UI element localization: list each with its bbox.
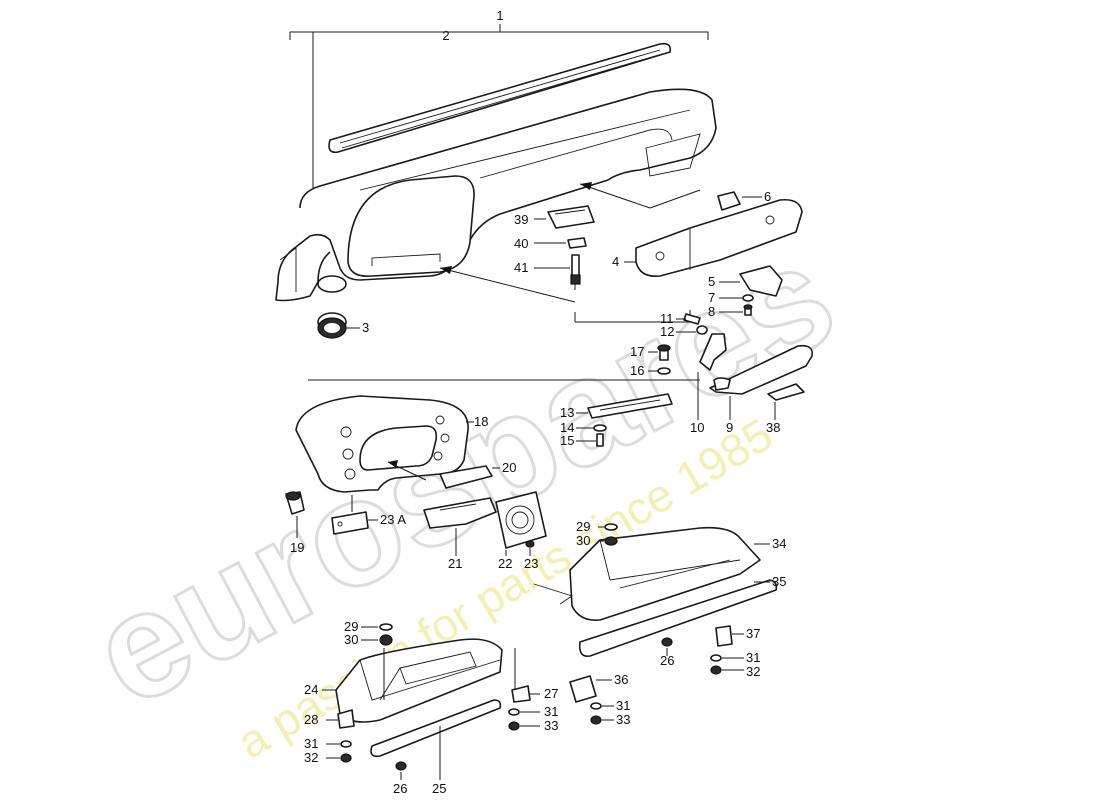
- callout-24: 24: [304, 682, 318, 697]
- assembly-bracket: [289, 24, 709, 200]
- callout-9: 9: [726, 420, 733, 435]
- callout-8: 8: [708, 304, 715, 319]
- callout-22: 22: [498, 556, 512, 571]
- bracket-part-4: [624, 191, 803, 278]
- callout-38: 38: [766, 420, 780, 435]
- callout-31-a: 31: [304, 736, 318, 751]
- callout-4: 4: [612, 254, 619, 269]
- callout-37: 37: [746, 626, 760, 641]
- callout-27: 27: [544, 686, 558, 701]
- callout-30-right: 30: [576, 533, 590, 548]
- callout-41: 41: [514, 260, 528, 275]
- callout-32-right: 32: [746, 664, 760, 679]
- callout-11: 11: [660, 311, 674, 326]
- callout-40: 40: [514, 236, 528, 251]
- callout-28: 28: [304, 712, 318, 727]
- callout-31-d: 31: [746, 650, 760, 665]
- hinge-parts-5-8: [719, 265, 783, 316]
- callout-23: 23: [524, 556, 538, 571]
- glovebox-hinge-parts-left: [326, 623, 540, 780]
- callout-21: 21: [448, 556, 462, 571]
- small-parts-39-41: [534, 205, 595, 285]
- callout-39: 39: [514, 212, 528, 227]
- callout-34: 34: [772, 536, 786, 551]
- knob-part-19: [285, 491, 305, 538]
- cluster-housing-part-18: [295, 395, 474, 493]
- callout-26-left: 26: [393, 781, 407, 796]
- callout-18: 18: [474, 414, 488, 429]
- callout-23a: 23 A: [380, 512, 406, 527]
- callout-1: 1: [496, 8, 503, 23]
- callout-6: 6: [764, 189, 771, 204]
- glovebox-part-34: [533, 523, 778, 658]
- callout-31-b: 31: [544, 704, 558, 719]
- center-bracket-parts: [576, 344, 673, 447]
- callout-17: 17: [630, 344, 644, 359]
- callout-3: 3: [362, 320, 369, 335]
- callout-16: 16: [630, 363, 644, 378]
- glovebox-latch-parts: [676, 313, 814, 420]
- callout-29-right: 29: [576, 519, 590, 534]
- callout-33-left: 33: [544, 718, 558, 733]
- lower-center-parts: [331, 465, 547, 556]
- callout-31-c: 31: [616, 698, 630, 713]
- grommet-part-3: [317, 275, 360, 339]
- callout-36: 36: [614, 672, 628, 687]
- callout-32-left: 32: [304, 750, 318, 765]
- callout-10: 10: [690, 420, 704, 435]
- callout-33-right: 33: [616, 712, 630, 727]
- callout-labels: 1 2 3 4 5 6 7 8 9 10 11 12 13 14 15 16 1…: [290, 8, 786, 796]
- callout-13: 13: [560, 405, 574, 420]
- callout-12: 12: [660, 324, 674, 339]
- callout-7: 7: [708, 290, 715, 305]
- glovebox-part-24: [322, 638, 516, 780]
- glovebox-hinge-parts-right: [569, 625, 744, 725]
- callout-26-right: 26: [660, 653, 674, 668]
- callout-35: 35: [772, 574, 786, 589]
- callout-25: 25: [432, 781, 446, 796]
- defroster-strip: [328, 42, 672, 154]
- callout-29-left: 29: [344, 619, 358, 634]
- callout-15: 15: [560, 433, 574, 448]
- callout-14: 14: [560, 420, 574, 435]
- callout-30-left: 30: [344, 632, 358, 647]
- callout-2: 2: [442, 28, 449, 43]
- dashboard-panel: [275, 88, 717, 302]
- callout-19: 19: [290, 540, 304, 555]
- callout-5: 5: [708, 274, 715, 289]
- callout-20: 20: [502, 460, 516, 475]
